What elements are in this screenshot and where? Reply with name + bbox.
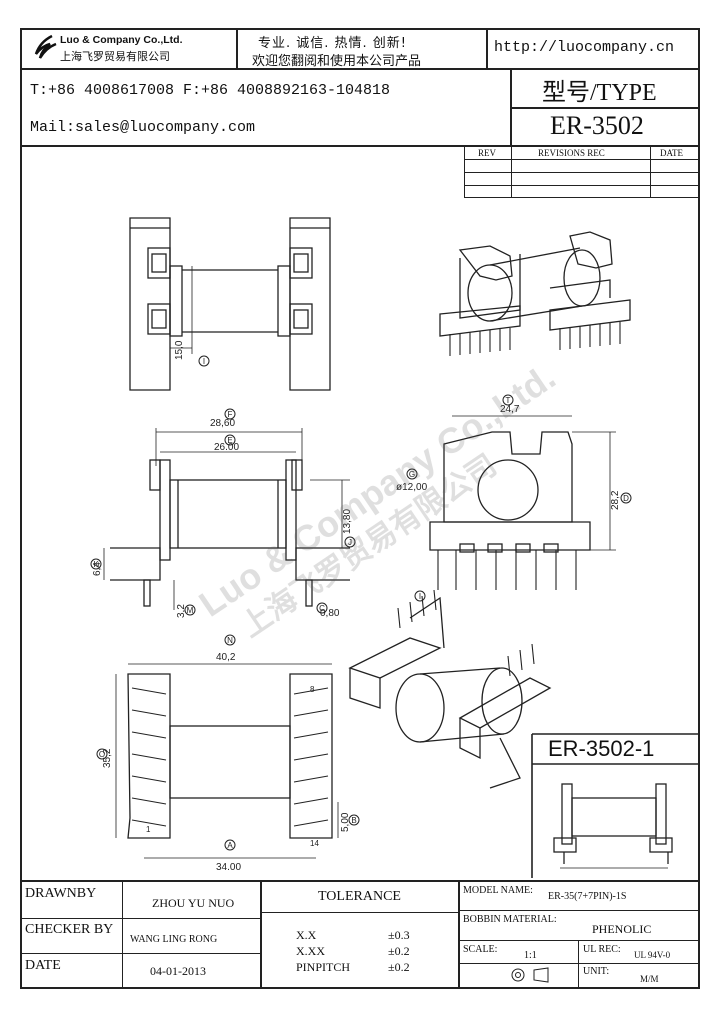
dim-side-width: 24,7 (500, 404, 520, 415)
callout-g: G (406, 468, 418, 480)
isometric-view-1 (439, 231, 631, 356)
svg-text:K: K (93, 560, 99, 569)
svg-text:J: J (348, 538, 352, 547)
svg-text:T: T (506, 396, 511, 405)
callout-c: C (316, 602, 328, 614)
drawn-by-value: ZHOU YU NUO (152, 896, 235, 910)
tol-xx-value: ±0.3 (388, 928, 410, 942)
tol-pinpitch-value: ±0.2 (388, 960, 410, 974)
checker-value: WANG LING RONG (130, 934, 218, 945)
svg-text:M: M (187, 606, 194, 615)
ul-rec-value: UL 94V-0 (634, 950, 671, 960)
callout-m: M (184, 604, 196, 616)
callout-e: E (224, 434, 236, 446)
dim-bottom-overall-width: 40,2 (216, 652, 236, 663)
company-watermark: Luo & Company Co.,Ltd. 上海飞罗贸易有限公司 (192, 356, 563, 644)
svg-text:E: E (227, 436, 232, 445)
bobbin-material-value: PHENOLIC (592, 922, 652, 936)
date-column-header: DATE (660, 148, 683, 158)
type-label: 型号/TYPE (542, 80, 657, 106)
isometric-view-2 (348, 589, 552, 789)
technical-drawings: 15,0 28,60 26.00 13,80 6,4 3,2 0,80 24,7… (90, 217, 700, 878)
dim-side-hole-diameter: ø12,00 (396, 482, 428, 493)
slogan-line-2: 欢迎您翻阅和使用本公司产品 (252, 54, 422, 69)
scale-label: SCALE: (463, 944, 498, 955)
svg-text:G: G (409, 470, 415, 479)
callout-k: K (90, 558, 102, 570)
phone-fax: T:+86 4008617008 F:+86 4008892163-104818 (30, 82, 391, 99)
model-name-label: MODEL NAME: (463, 885, 533, 896)
dim-front-overall-width: 28,60 (210, 418, 235, 429)
callout-a: A (224, 839, 236, 851)
svg-text:N: N (227, 636, 233, 645)
date-label: DATE (25, 958, 61, 973)
revisions-rec-column-header: REVISIONS REC (538, 148, 605, 158)
website-link[interactable]: http://luocompany.cn (494, 39, 675, 56)
model-number: ER-3502 (550, 111, 644, 140)
callout-i-side: I (414, 590, 426, 602)
drawn-by-label: DRAWNBY (25, 886, 97, 901)
dim-front-pin-diameter: 0,80 (320, 608, 340, 619)
side-view (429, 415, 616, 590)
svg-text:I: I (419, 592, 421, 601)
bobbin-material-label: BOBBIN MATERIAL: (463, 914, 557, 925)
callout-f: F (224, 408, 236, 420)
dim-bottom-pin-span: 34.00 (216, 862, 241, 873)
front-view (103, 428, 350, 610)
pin-label-1: 1 (146, 825, 151, 834)
svg-text:O: O (99, 750, 105, 759)
svg-text:Luo & Company Co.,Ltd.: Luo & Company Co.,Ltd. (192, 356, 563, 625)
callout-i-top: I (198, 355, 210, 367)
unit-value: M/M (640, 974, 659, 984)
callout-j: J (344, 536, 356, 548)
callout-d: D (620, 492, 632, 504)
unit-label: UNIT: (583, 966, 610, 977)
slogan-line-1: 专业. 诚信. 热情. 创新! (258, 36, 408, 51)
callout-n: N (224, 634, 236, 646)
tol-pinpitch-label: PINPITCH (296, 960, 351, 974)
model-name-value: ER-35(7+7PIN)-1S (548, 891, 627, 902)
dim-side-height: 28,2 (610, 490, 621, 510)
svg-text:B: B (351, 816, 356, 825)
pin-label-14: 14 (310, 839, 319, 848)
ul-rec-label: UL REC: (583, 944, 621, 955)
top-view (129, 217, 331, 391)
svg-text:D: D (623, 494, 629, 503)
variant-box (531, 733, 700, 878)
tolerance-label: TOLERANCE (318, 889, 401, 904)
dim-front-inner-width: 26.00 (214, 442, 239, 453)
rev-column-header: REV (478, 148, 496, 158)
svg-text:A: A (227, 841, 233, 850)
dim-front-pin-length: 3,2 (176, 604, 187, 618)
drawing-sheet (20, 28, 700, 989)
callout-b: B (348, 814, 360, 826)
dim-top-view: 15,0 (174, 340, 185, 360)
dim-bottom-pin-pitch: 5,00 (340, 812, 351, 832)
tol-xx-label: X.X (296, 928, 317, 942)
tol-xxx-label: X.XX (296, 944, 325, 958)
company-name-en: Luo & Company Co.,Ltd. (60, 34, 183, 46)
callout-o: O (96, 748, 108, 760)
company-name-cn: 上海飞罗贸易有限公司 (60, 51, 170, 63)
company-logo-icon (34, 34, 57, 59)
bottom-view (115, 663, 339, 859)
scale-value: 1:1 (524, 950, 537, 961)
dim-front-height: 13,80 (342, 509, 353, 534)
dim-bottom-height: 35,2 (102, 748, 113, 768)
email[interactable]: Mail:sales@luocompany.com (30, 119, 256, 136)
projection-symbol-icon (511, 967, 549, 983)
callout-t: T (502, 394, 514, 406)
svg-text:C: C (319, 604, 325, 613)
checker-label: CHECKER BY (25, 922, 114, 937)
date-value: 04-01-2013 (150, 964, 206, 978)
tol-xxx-value: ±0.2 (388, 944, 410, 958)
variant-model-title: ER-3502-1 (548, 736, 654, 761)
pin-label-8: 8 (310, 685, 315, 694)
svg-text:I: I (203, 357, 205, 366)
svg-text:F: F (228, 410, 233, 419)
